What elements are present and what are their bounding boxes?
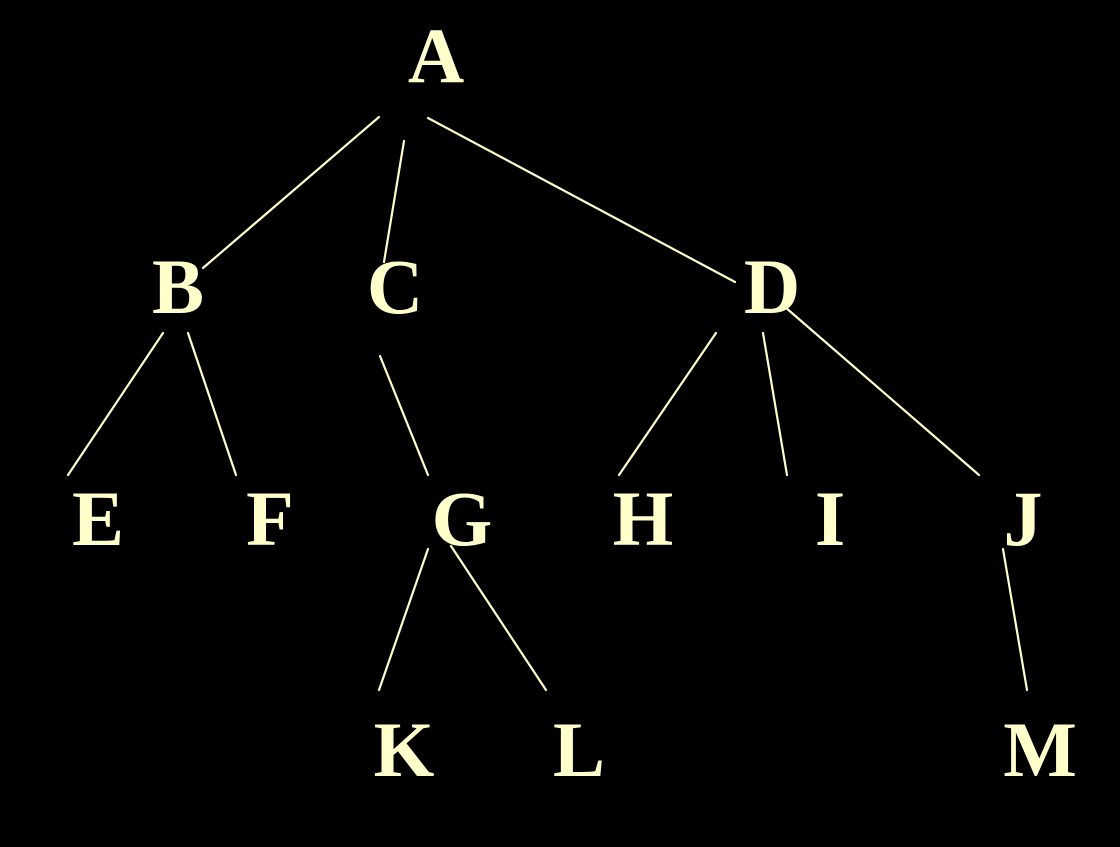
node-j: J xyxy=(1004,475,1043,562)
edge-c-g xyxy=(378,354,430,477)
edge-a-d xyxy=(426,116,737,284)
edge-a-b xyxy=(201,115,381,270)
node-a: A xyxy=(408,12,464,99)
node-f: F xyxy=(246,475,294,562)
node-i: I xyxy=(815,475,845,562)
nodes: A B C D E F G H I J K L M xyxy=(72,12,1077,793)
node-h: H xyxy=(613,475,674,562)
node-e: E xyxy=(72,475,124,562)
node-k: K xyxy=(374,706,435,793)
edge-b-f xyxy=(186,331,238,477)
node-c: C xyxy=(367,243,423,330)
edge-d-h xyxy=(617,331,718,477)
edge-b-e xyxy=(66,331,165,477)
edge-g-l xyxy=(449,544,548,692)
edge-d-j xyxy=(783,305,981,477)
edge-d-i xyxy=(761,331,789,477)
node-d: D xyxy=(744,243,800,330)
edge-a-c xyxy=(382,139,406,264)
edges xyxy=(66,115,1029,692)
node-b: B xyxy=(152,243,204,330)
node-l: L xyxy=(553,706,605,793)
edge-j-m xyxy=(1001,547,1029,692)
edge-g-k xyxy=(377,547,430,692)
node-m: M xyxy=(1003,706,1077,793)
node-g: G xyxy=(432,475,493,562)
